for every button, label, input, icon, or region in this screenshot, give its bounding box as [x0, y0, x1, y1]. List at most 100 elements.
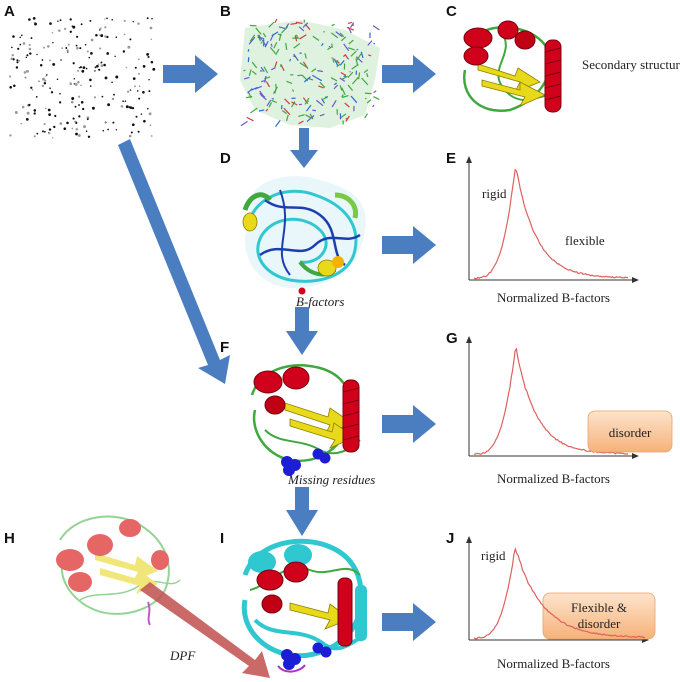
atom-bond	[304, 53, 307, 59]
atom-point	[69, 82, 72, 84]
atom-point	[12, 35, 15, 38]
atom-point	[28, 43, 31, 46]
atom-point	[99, 27, 102, 30]
atom-bond	[290, 22, 298, 25]
atom-point	[51, 32, 54, 34]
atom-point	[142, 90, 145, 94]
atom-point	[35, 96, 38, 98]
atom-point	[57, 20, 59, 23]
atom-point	[128, 134, 132, 138]
atom-point	[100, 34, 104, 38]
atom-point	[28, 18, 31, 21]
atom-bond	[265, 81, 271, 88]
cartoon-missing-residues	[250, 364, 361, 476]
atom-point	[54, 114, 57, 118]
atom-point	[111, 81, 113, 84]
atom-bond	[243, 69, 246, 72]
atom-point	[124, 100, 127, 102]
atom-point	[18, 59, 21, 62]
atom-point	[97, 63, 100, 65]
plot-g-distribution-curve	[473, 347, 629, 455]
atom-bond	[281, 110, 287, 115]
atom-point	[72, 62, 75, 65]
arrow-f-to-g	[382, 405, 436, 443]
atom-bond	[247, 49, 250, 52]
atom-point	[99, 34, 101, 36]
plot-e-axis-label: Normalized B-factors	[497, 290, 610, 305]
atom-bond	[346, 26, 355, 31]
panel-label-c: C	[446, 3, 457, 20]
atom-point-cloud	[8, 17, 156, 139]
atom-bond	[303, 76, 311, 83]
atom-bond	[274, 18, 278, 23]
b-factors-label: B-factors	[296, 294, 344, 309]
plot-j-y-arrowhead	[466, 536, 472, 543]
cartoon-secondary-structure	[462, 20, 562, 113]
atom-point	[52, 41, 54, 44]
panel-label-f: F	[220, 339, 229, 356]
atom-bond	[345, 115, 350, 122]
atom-bond	[299, 34, 307, 40]
atom-point	[15, 66, 19, 69]
atom-bond	[289, 58, 292, 62]
atom-bond	[274, 61, 278, 68]
atom-bond	[306, 115, 315, 122]
atom-bond	[372, 25, 380, 31]
atom-point	[34, 22, 37, 26]
plot-e-y-arrowhead	[466, 156, 472, 163]
atom-point	[77, 81, 80, 84]
atom-point	[36, 53, 38, 56]
atom-point	[147, 107, 149, 110]
atom-point	[104, 18, 106, 20]
atom-bond	[295, 21, 303, 24]
atom-point	[106, 35, 109, 39]
atom-point	[78, 115, 81, 118]
atom-point	[58, 101, 62, 104]
atom-point	[20, 122, 22, 125]
atom-point	[73, 78, 76, 80]
atom-point	[74, 82, 78, 86]
atom-point	[13, 84, 16, 87]
atom-point	[100, 61, 103, 64]
atom-bond	[339, 85, 343, 91]
atom-point	[39, 63, 43, 67]
atom-point	[147, 55, 150, 59]
plot-j-rigid-note: rigid	[481, 548, 506, 563]
atom-point	[16, 59, 19, 62]
atom-bond	[341, 87, 346, 96]
plot-e-distribution-curve	[473, 168, 628, 280]
secondary-structure-label: Secondary structure	[582, 57, 680, 72]
atom-point	[150, 38, 153, 41]
atom-bond	[311, 68, 317, 73]
atom-bond	[373, 42, 376, 45]
atom-point	[11, 54, 14, 57]
atom-point	[61, 47, 64, 49]
atom-point	[89, 19, 92, 22]
atom-bond	[273, 41, 278, 49]
atom-point	[81, 69, 85, 73]
atom-point	[123, 33, 126, 36]
atom-point	[104, 35, 107, 38]
atom-point	[78, 67, 81, 69]
atom-point	[26, 111, 30, 115]
atom-point	[28, 47, 32, 51]
atom-bond	[331, 32, 339, 39]
atom-bond	[269, 46, 276, 54]
disorder-box	[587, 410, 673, 453]
atom-bond	[364, 113, 369, 119]
atom-bond	[271, 31, 279, 37]
atom-point	[149, 26, 153, 30]
atom-bond	[355, 58, 359, 66]
atom-point	[122, 50, 126, 53]
atom-point	[10, 57, 13, 61]
atom-bond	[294, 35, 298, 42]
atom-bond	[341, 75, 348, 80]
plot-g: disorder Normalized B-factors	[466, 336, 673, 486]
atom-point	[65, 47, 68, 49]
atom-point	[77, 69, 79, 72]
atom-bond	[278, 33, 282, 41]
atom-bond	[268, 102, 273, 108]
atom-point	[125, 66, 128, 69]
atom-point	[83, 125, 86, 129]
